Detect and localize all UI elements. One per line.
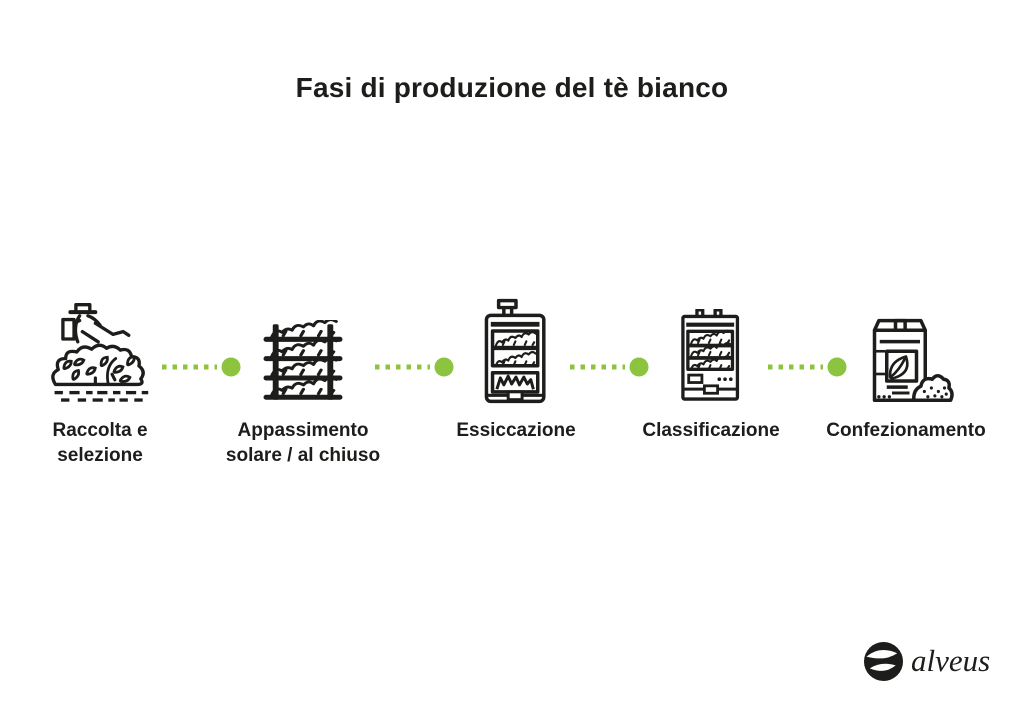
- stage-label-classificazione: Classificazione: [642, 420, 780, 441]
- alveus-logo: alveus: [863, 640, 990, 682]
- tea-bag-package-icon: [857, 288, 955, 404]
- drying-oven-icon: [476, 288, 556, 404]
- stage-label-essiccazione: Essiccazione: [456, 420, 576, 441]
- stage-classificazione: Classificazione: [626, 288, 796, 443]
- alveus-circle-leaves-icon: [863, 641, 904, 681]
- sorting-cabinet-icon: [673, 288, 749, 404]
- connector-dotted-line-4: [765, 356, 851, 378]
- tea-picker-icon: [49, 288, 151, 404]
- connector-dotted-line-3: [567, 356, 653, 378]
- logo-wordmark: alveus: [911, 643, 991, 678]
- stage-appassimento: Appassimento solare / al chiuso: [218, 288, 388, 468]
- connector-dotted-line-2: [372, 356, 458, 378]
- page-title: Fasi di produzione del tè bianco: [295, 72, 729, 103]
- stage-label-confezionamento: Confezionamento: [826, 420, 986, 441]
- stage-raccolta-selezione: Raccolta e selezione: [15, 288, 185, 468]
- stage-essiccazione: Essiccazione: [431, 288, 601, 443]
- connector-dotted-line-1: [159, 356, 245, 378]
- stage-label-raccolta: Raccolta e selezione: [52, 420, 148, 466]
- stage-confezionamento: Confezionamento: [816, 288, 996, 443]
- stage-label-appassimento: Appassimento solare / al chiuso: [225, 420, 381, 466]
- withering-rack-icon: [261, 288, 345, 404]
